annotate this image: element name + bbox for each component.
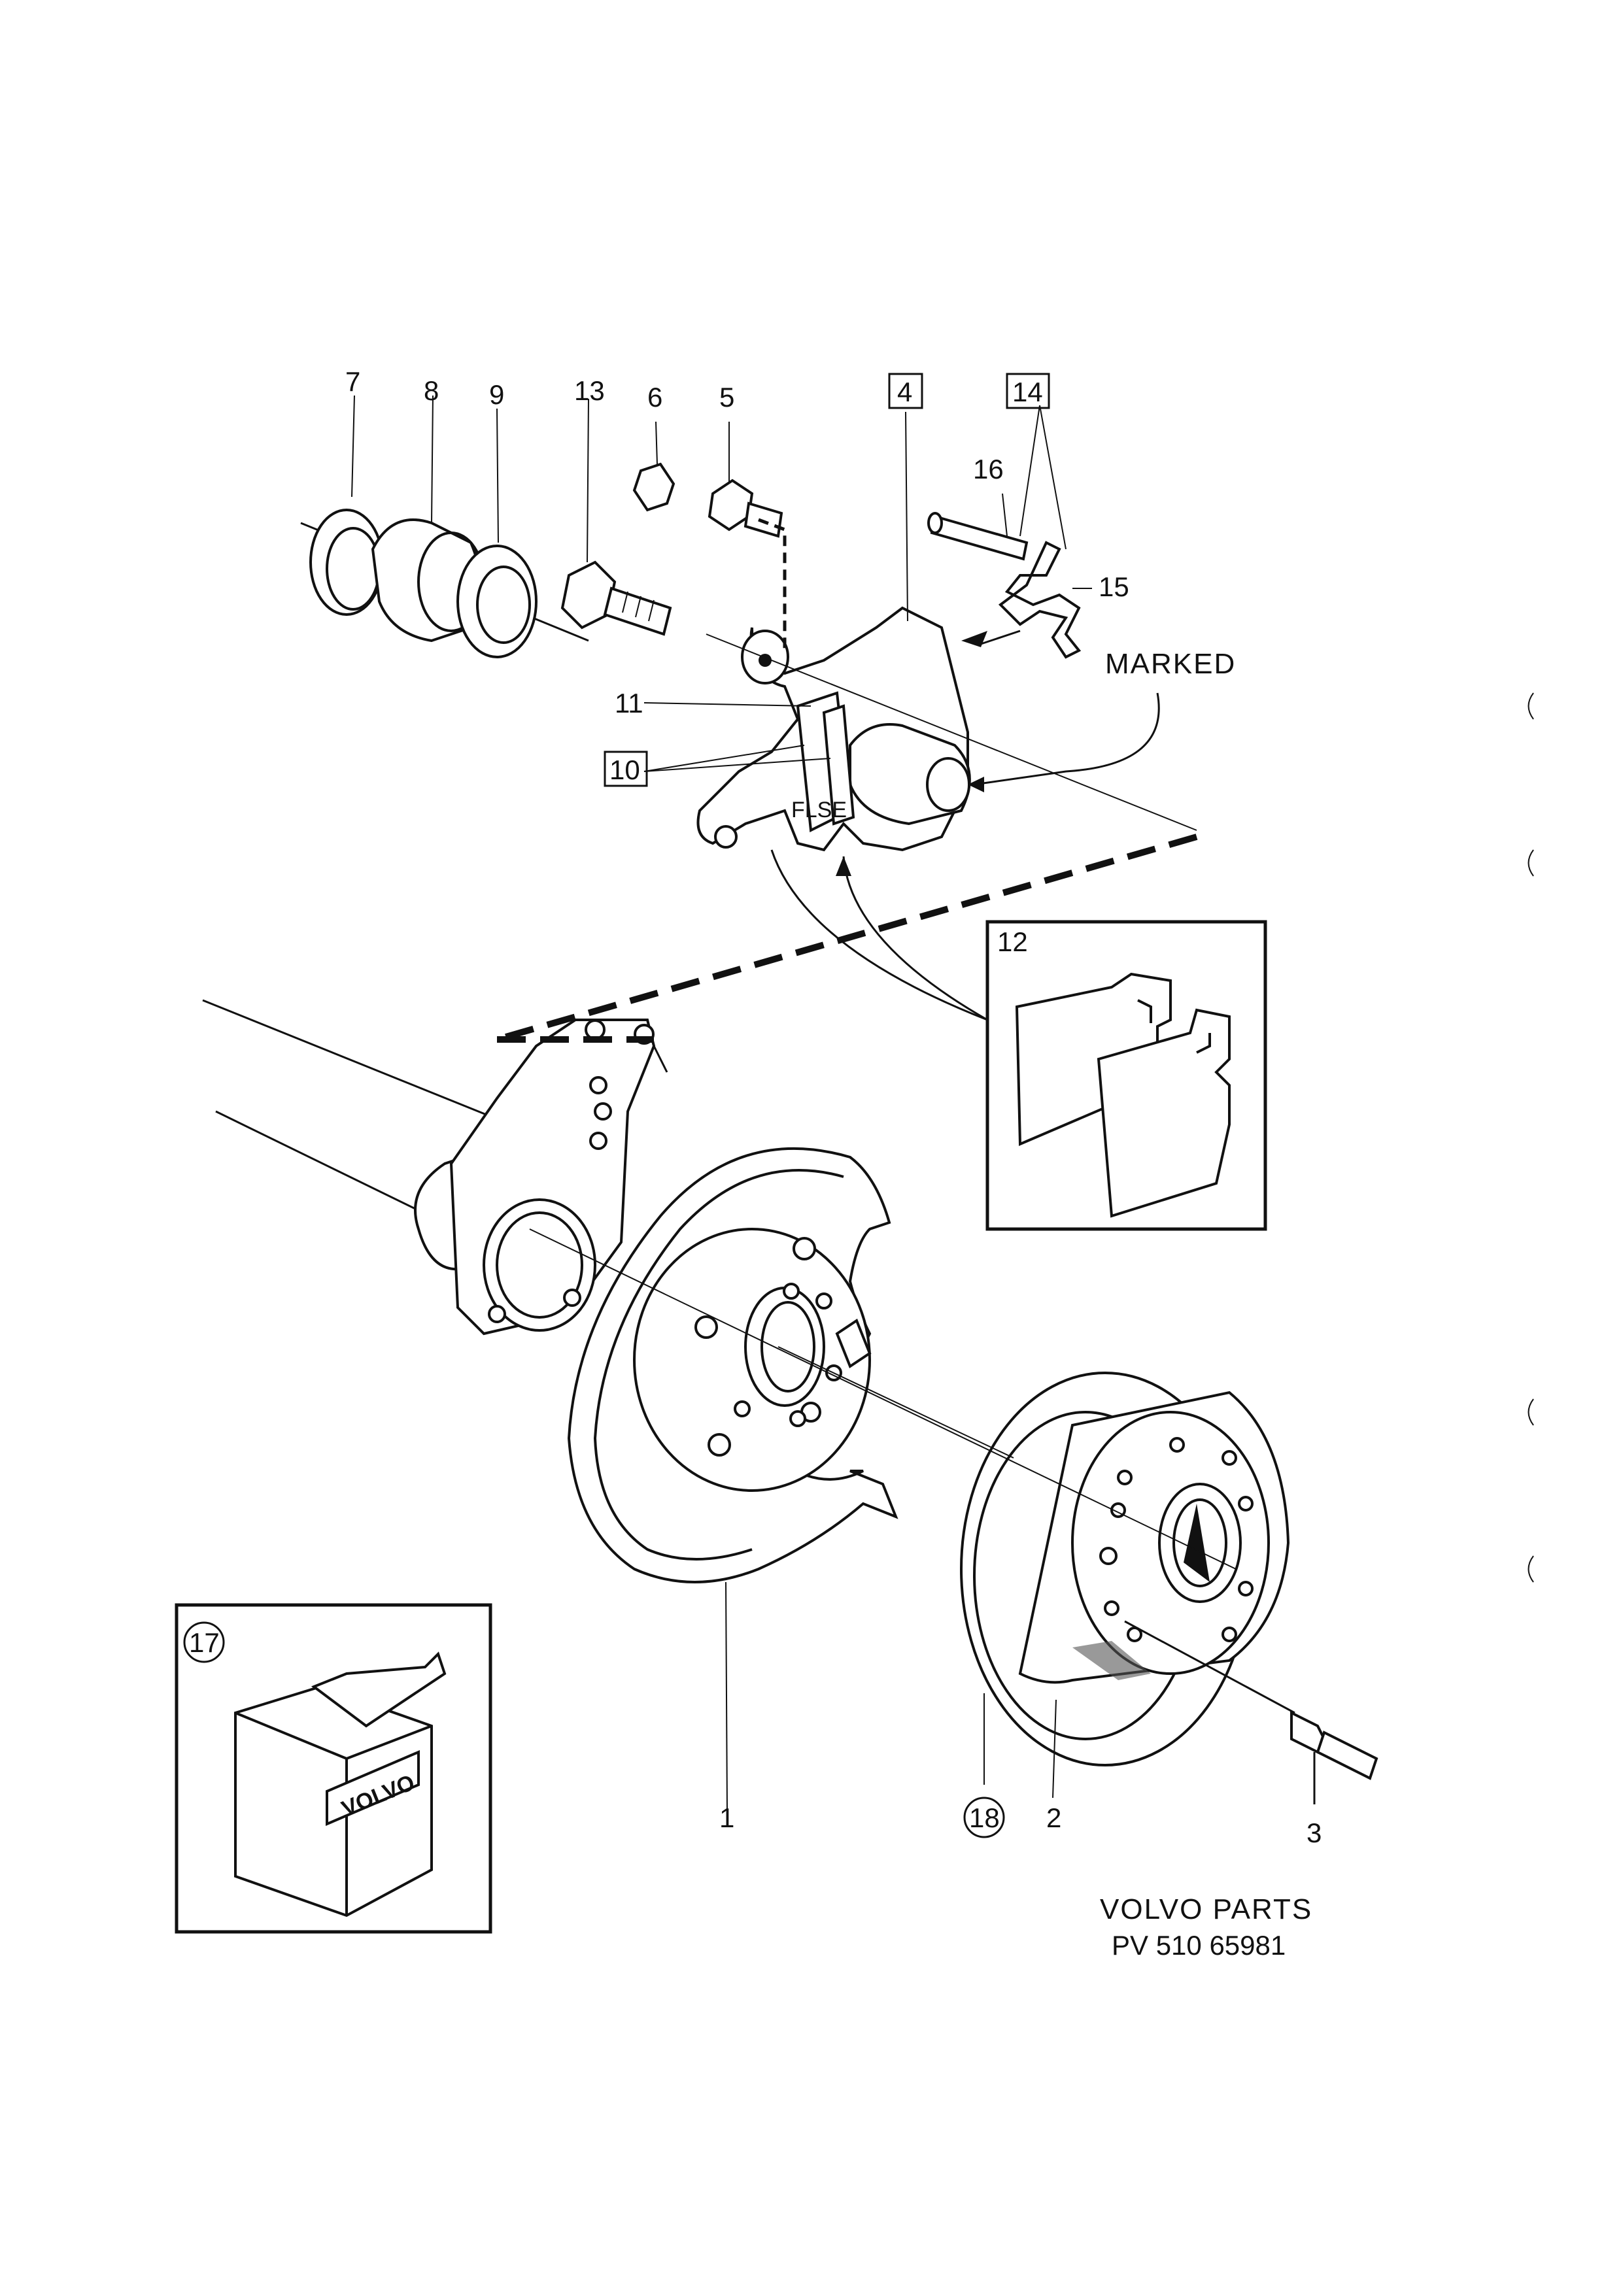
brake-disc bbox=[960, 1372, 1290, 1766]
pad-pin-and-spring bbox=[927, 512, 1082, 659]
backing-plate bbox=[567, 1147, 898, 1583]
part-labels: 7 8 9 13 6 5 4 14 16 15 MARKED 11 10 12 … bbox=[183, 366, 1322, 1848]
label-3: 3 bbox=[1307, 1817, 1322, 1848]
label-2: 2 bbox=[1046, 1802, 1061, 1833]
brake-caliper: FLSE bbox=[696, 606, 971, 852]
label-10: 10 bbox=[609, 754, 640, 785]
pad-box-leaders bbox=[770, 849, 988, 1021]
parts-kit-box: VOLVO bbox=[175, 1603, 492, 1934]
label-1: 1 bbox=[719, 1802, 734, 1833]
label-leaders bbox=[351, 395, 1092, 1812]
bleed-cap-and-nipple bbox=[632, 462, 783, 538]
label-15: 15 bbox=[1099, 571, 1129, 602]
label-11: 11 bbox=[615, 688, 643, 718]
label-12: 12 bbox=[997, 926, 1028, 957]
dashed-guide-lines bbox=[496, 518, 1198, 1043]
label-5: 5 bbox=[719, 382, 734, 413]
bushing-parts bbox=[300, 509, 589, 658]
wheel-stud bbox=[1124, 1620, 1378, 1804]
label-17: 17 bbox=[189, 1627, 220, 1658]
label-16: 16 bbox=[973, 454, 1004, 484]
label-14: 14 bbox=[1012, 377, 1043, 407]
label-9: 9 bbox=[489, 379, 504, 410]
axle-flange bbox=[449, 1019, 668, 1336]
marked-label: MARKED bbox=[1105, 648, 1236, 680]
label-7: 7 bbox=[345, 366, 360, 397]
brake-pads-box bbox=[985, 920, 1267, 1231]
svg-text:FLSE: FLSE bbox=[791, 798, 847, 822]
label-4: 4 bbox=[897, 377, 912, 407]
guide-bolt bbox=[560, 560, 672, 636]
label-6: 6 bbox=[647, 382, 662, 413]
footer-code: PV 510 65981 bbox=[1112, 1930, 1286, 1961]
label-13: 13 bbox=[574, 375, 605, 406]
scan-margin-marks bbox=[1528, 692, 1534, 1583]
footer-title: VOLVO PARTS bbox=[1100, 1893, 1312, 1925]
label-18: 18 bbox=[969, 1802, 1000, 1833]
marked-callout bbox=[968, 692, 1160, 792]
label-8: 8 bbox=[424, 375, 439, 406]
footer: VOLVO PARTS PV 510 65981 bbox=[1100, 1893, 1312, 1961]
assembly-axis-lines bbox=[529, 633, 1237, 1570]
